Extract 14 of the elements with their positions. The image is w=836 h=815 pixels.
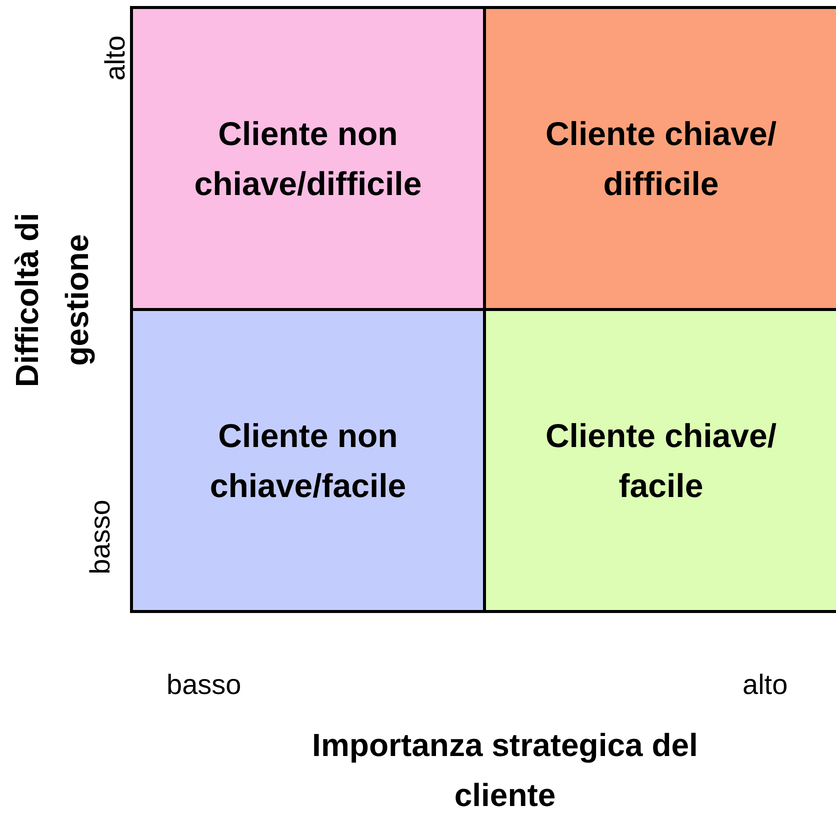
axis-tick-label: basso — [166, 669, 242, 701]
quadrant-box — [130, 6, 486, 311]
quadrant-box — [130, 308, 486, 613]
quadrant-box — [483, 6, 836, 311]
axis-tick-label: alto — [742, 669, 788, 701]
axis-tick-label: alto — [99, 35, 132, 81]
quadrant-label: Cliente non chiave/facile — [208, 416, 408, 506]
quadrant-box — [483, 308, 836, 613]
axis-title: Importanza strategica del cliente — [311, 726, 699, 815]
quadrant-label: Cliente chiave/ facile — [544, 416, 778, 506]
quadrant-label: Cliente chiave/ difficile — [544, 114, 778, 204]
quadrant-label: Cliente non chiave/difficile — [193, 114, 423, 204]
axis-tick-label: basso — [84, 500, 116, 574]
axis-title: Difficoltà di gestione — [8, 212, 96, 390]
